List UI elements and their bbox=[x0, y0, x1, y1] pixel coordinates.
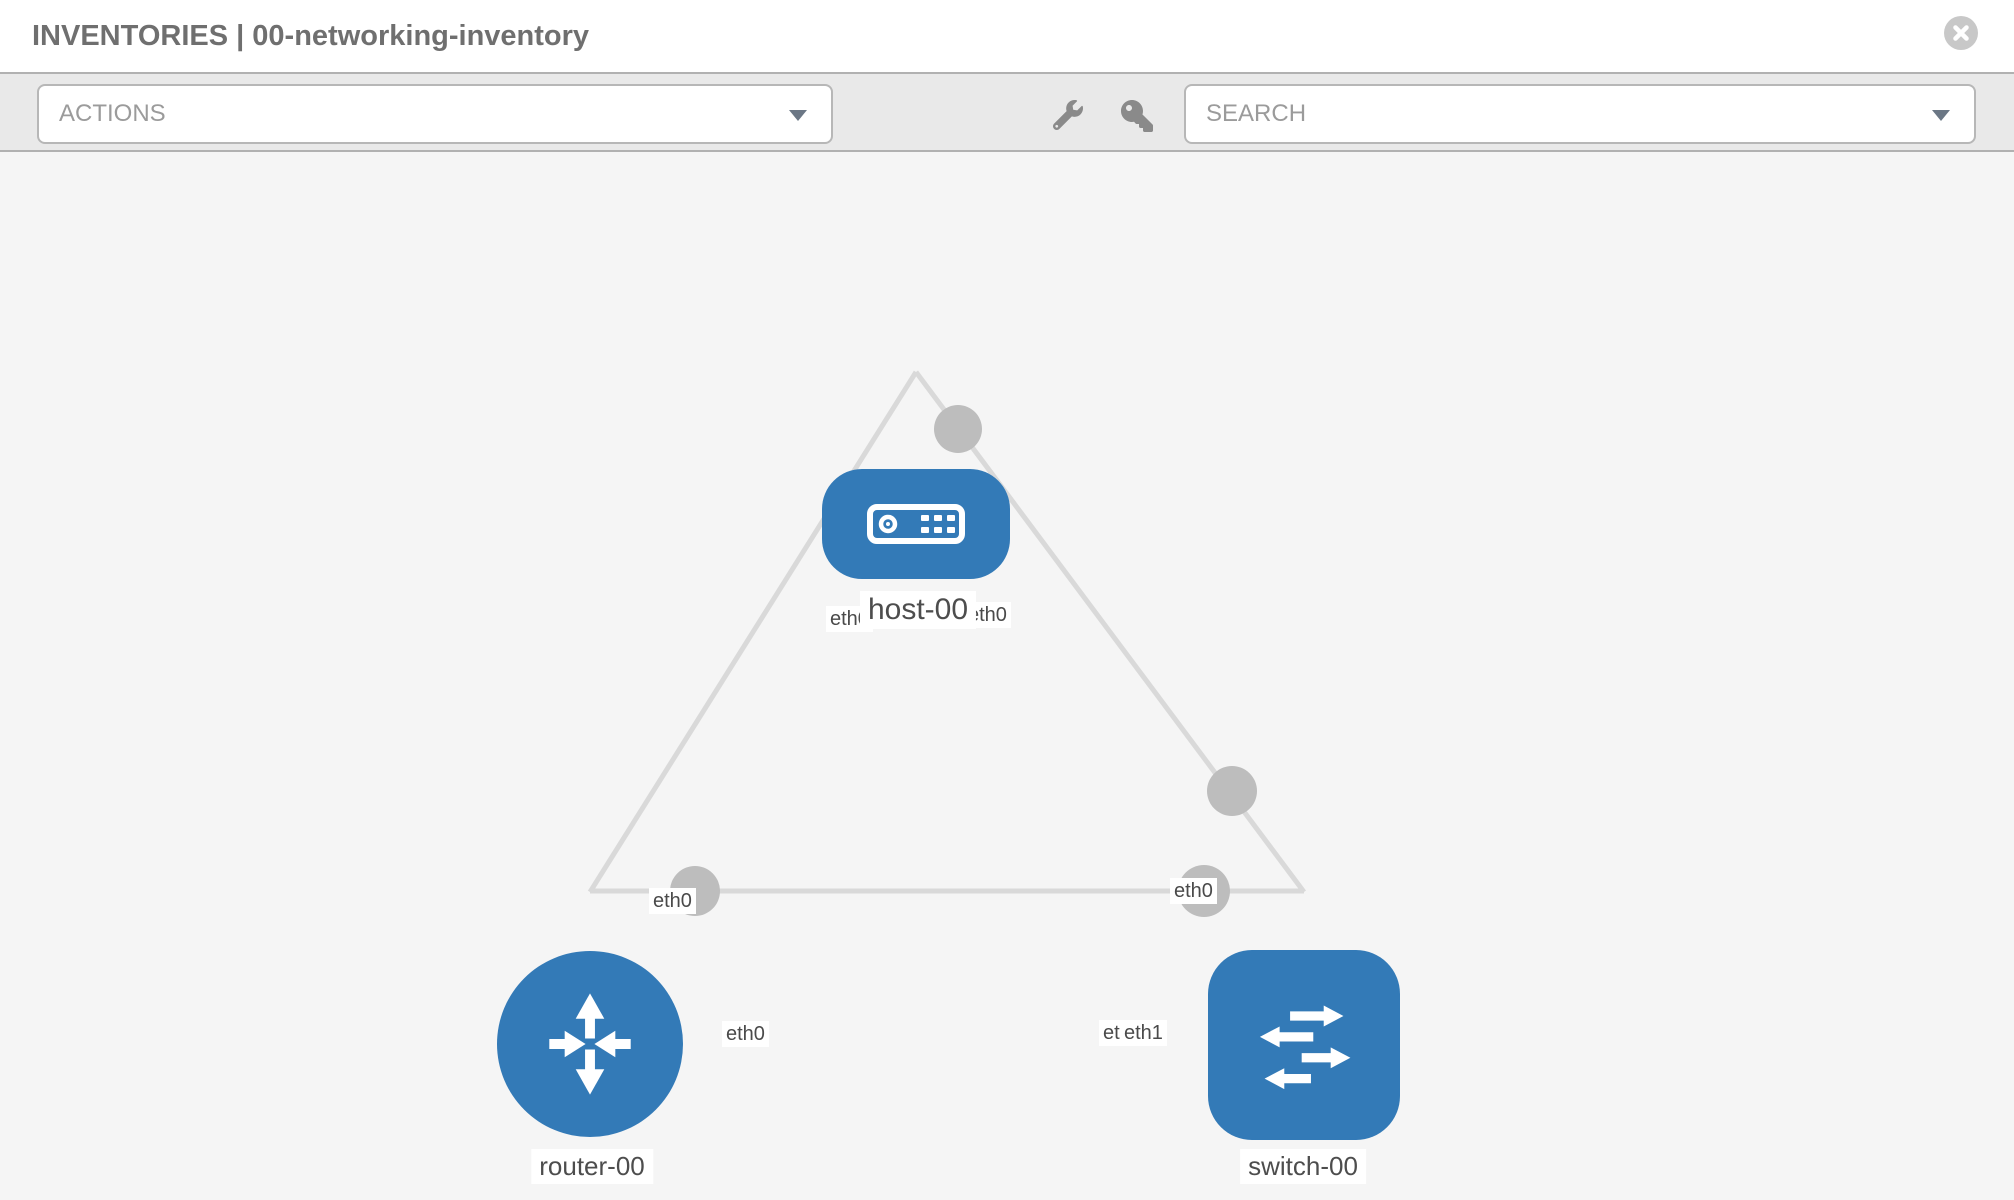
node-label-router: router-00 bbox=[531, 1149, 653, 1184]
link-host-switch bbox=[913, 370, 1307, 894]
search-dropdown-label: SEARCH bbox=[1206, 100, 1307, 127]
topology-canvas[interactable]: eth0 eth0 eth0 eth0 eth0 eth0 eth1 host-… bbox=[0, 152, 2014, 1200]
actions-dropdown[interactable]: ACTIONS bbox=[37, 84, 833, 144]
interface-label: eth0 bbox=[1170, 878, 1217, 904]
node-label-switch: switch-00 bbox=[1240, 1149, 1366, 1184]
node-label-host: host-00 bbox=[859, 591, 977, 629]
interface-label: eth1 bbox=[1120, 1020, 1167, 1046]
search-dropdown[interactable]: SEARCH bbox=[1184, 84, 1976, 144]
page-title: INVENTORIES | 00-networking-inventory bbox=[32, 20, 590, 52]
node-host-00[interactable] bbox=[822, 469, 1010, 579]
key-icon bbox=[1121, 100, 1153, 132]
close-icon bbox=[1953, 25, 1969, 41]
chevron-down-icon bbox=[789, 110, 807, 121]
host-icon bbox=[867, 504, 965, 544]
configure-button[interactable] bbox=[1052, 100, 1083, 135]
node-router-00[interactable] bbox=[497, 951, 683, 1137]
window-header: INVENTORIES | 00-networking-inventory bbox=[0, 0, 2014, 72]
router-icon bbox=[549, 993, 631, 1095]
toolbar: ACTIONS SEARCH bbox=[0, 72, 2014, 152]
interface-label: eth0 bbox=[722, 1021, 769, 1047]
interface-connector bbox=[934, 405, 982, 453]
credentials-button[interactable] bbox=[1121, 100, 1153, 137]
close-button[interactable] bbox=[1944, 16, 1978, 50]
interface-label: eth0 bbox=[649, 888, 696, 914]
chevron-down-icon bbox=[1932, 110, 1950, 121]
wrench-icon bbox=[1052, 100, 1083, 131]
actions-dropdown-label: ACTIONS bbox=[59, 100, 166, 127]
switch-icon bbox=[1259, 1005, 1351, 1090]
links-layer bbox=[587, 370, 1307, 917]
link-router-host bbox=[587, 370, 919, 894]
node-switch-00[interactable] bbox=[1208, 950, 1400, 1140]
interface-connector bbox=[1207, 766, 1257, 816]
